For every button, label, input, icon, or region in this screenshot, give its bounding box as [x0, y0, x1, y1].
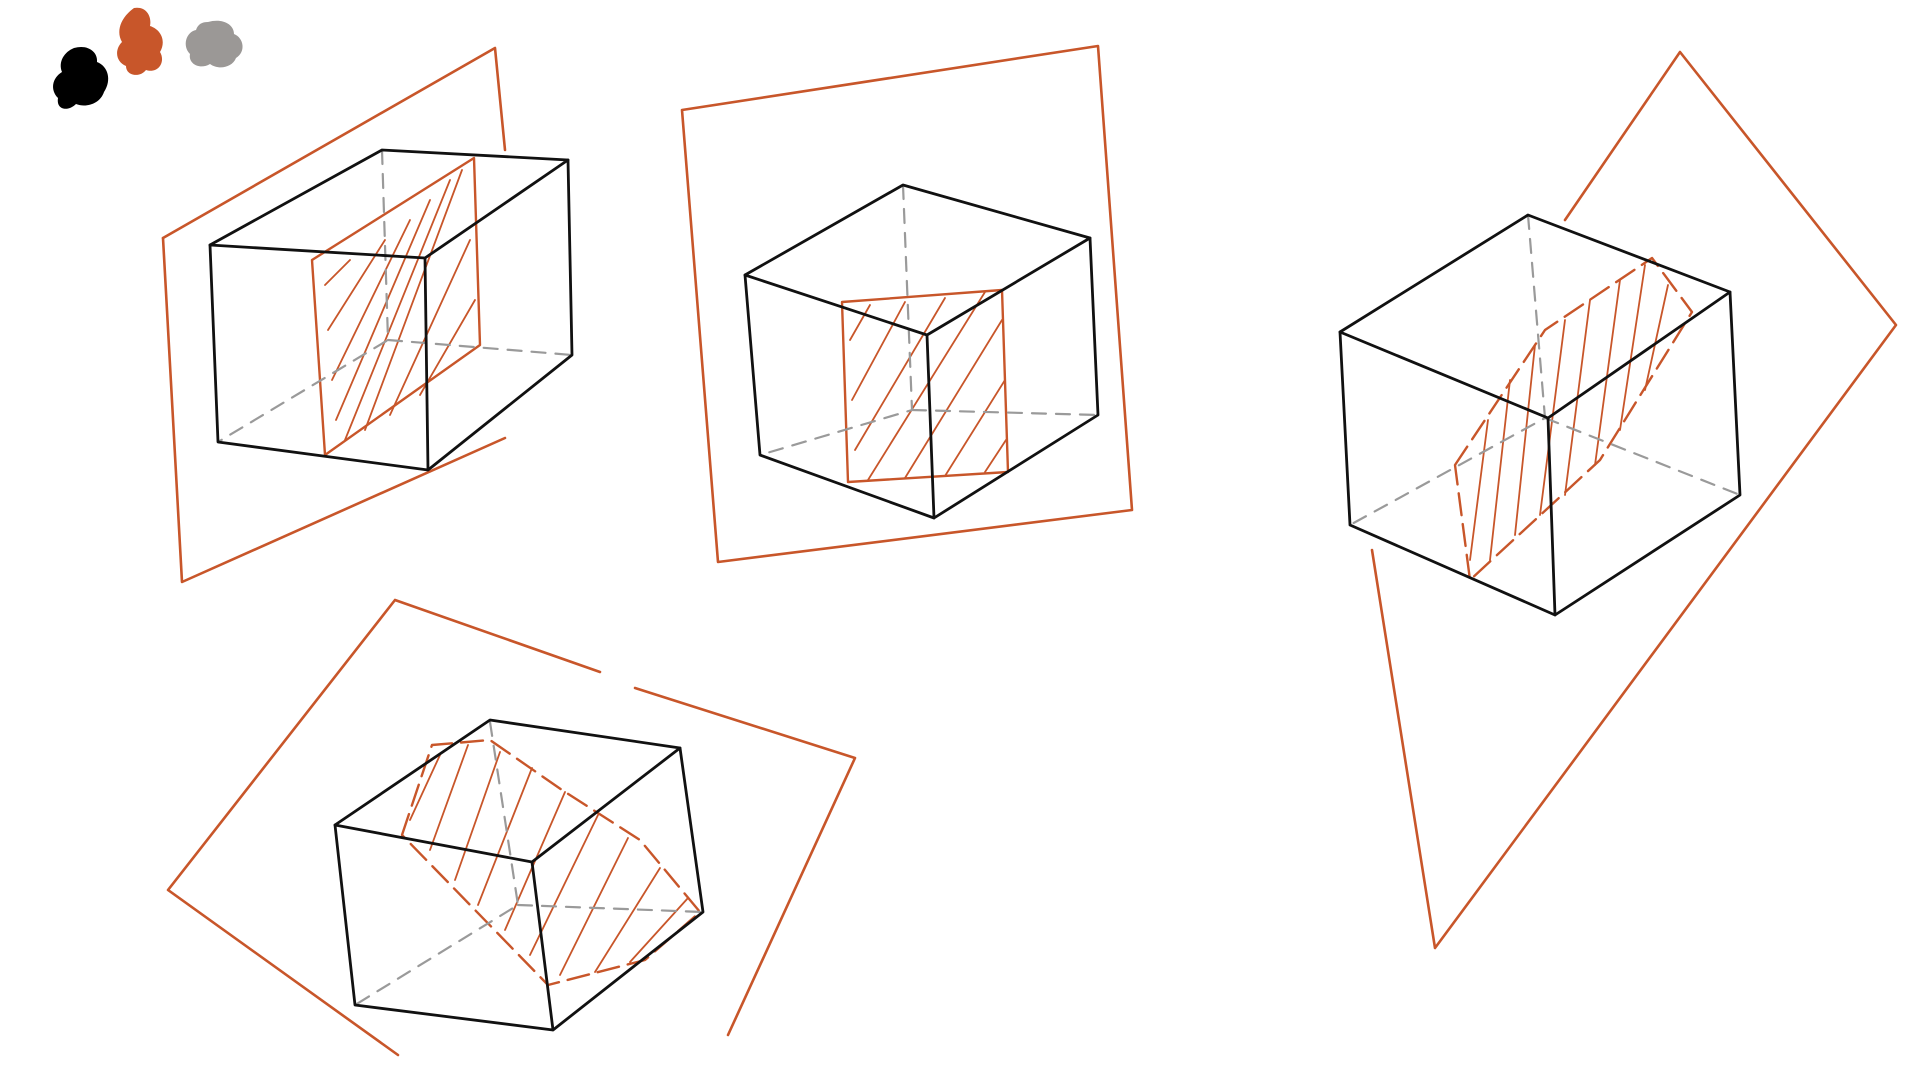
- cutting-plane: [680, 44, 1134, 564]
- orange-swatch[interactable]: [117, 7, 163, 75]
- rectangular-box: [208, 148, 574, 472]
- cutting-plane: [161, 46, 507, 240]
- section-hatch: [400, 738, 702, 987]
- section-hatch: [840, 288, 1010, 484]
- cutting-plane-lower: [161, 236, 507, 584]
- hidden-edges: [353, 720, 705, 1007]
- section-hatch: [1453, 256, 1694, 582]
- black-swatch[interactable]: [53, 46, 109, 109]
- section-hatch: [310, 156, 482, 457]
- gray-swatch[interactable]: [185, 20, 243, 68]
- sketch-1: [161, 46, 574, 584]
- color-palette: [53, 7, 243, 109]
- hidden-edges: [216, 148, 574, 444]
- hidden-edges: [758, 183, 1100, 457]
- sketch-2: [680, 44, 1134, 564]
- cutting-plane-right: [633, 686, 857, 1037]
- cube: [743, 183, 1100, 520]
- sketch-4: [166, 598, 857, 1057]
- cutting-plane-upper: [1370, 50, 1898, 950]
- cube: [1338, 213, 1742, 617]
- sketch-3: [1338, 50, 1898, 950]
- cutting-plane: [166, 598, 602, 1057]
- tilted-cube: [333, 718, 705, 1032]
